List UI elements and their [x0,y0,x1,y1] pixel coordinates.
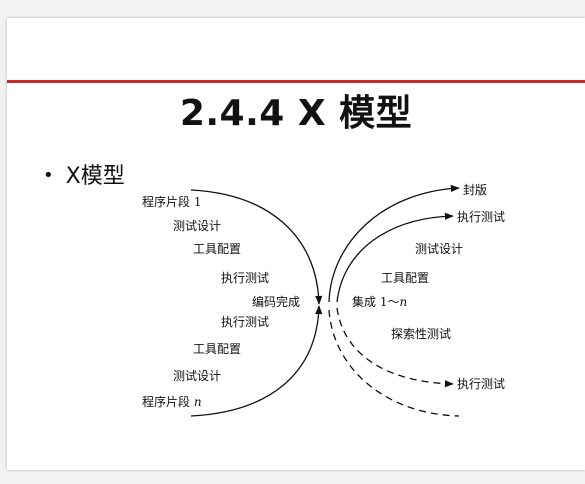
right-integration: 集成 1～n [352,294,407,309]
right-seal: 封版 [463,183,487,197]
left-test-design-top: 测试设计 [173,218,221,233]
right-seal-arc [328,184,460,303]
right-exploratory-arc [336,307,454,388]
right-exec-arc [336,212,454,303]
right-test-design: 测试设计 [415,241,463,256]
left-fragment-n-var: n [194,395,202,409]
left-fragment-n: 程序片段 n [142,394,202,409]
left-exec-test-top: 执行测试 [221,270,269,285]
slide-title: 2.4.4 X 模型 [179,93,413,134]
left-upper-arc [190,189,323,305]
right-exec-test-top: 执行测试 [457,209,505,224]
left-test-design-bottom: 测试设计 [173,368,221,383]
bullet-item: • X模型 [43,158,125,190]
left-coding-complete: 编码完成 [252,294,300,309]
right-exec-test-bottom: 执行测试 [457,376,505,391]
x-model-diagram: 程序片段 1 测试设计 工具配置 执行测试 编码完成 执行测试 工具配置 测试设… [142,183,505,417]
title-accent-rule [7,80,585,83]
left-lower-arc [190,305,323,417]
right-integration-prefix: 集成 1～ [352,294,399,309]
right-tool-config: 工具配置 [381,271,429,285]
left-tool-config-bottom: 工具配置 [193,342,241,356]
bullet-dot-icon: • [43,165,54,186]
bullet-text: X模型 [65,164,125,189]
right-exploratory-test: 探索性测试 [391,326,451,341]
left-fragment-n-prefix: 程序片段 [142,394,194,409]
right-lower-dashed-arc [328,309,460,417]
left-fragment-1: 程序片段 1 [142,194,201,209]
slide: 2.4.4 X 模型 • X模型 程序片段 1 测试设计 工具配置 执行测试 编码… [7,18,585,470]
right-integration-n: n [399,295,407,309]
left-exec-test-bottom: 执行测试 [221,314,269,329]
left-tool-config-top: 工具配置 [193,242,241,256]
